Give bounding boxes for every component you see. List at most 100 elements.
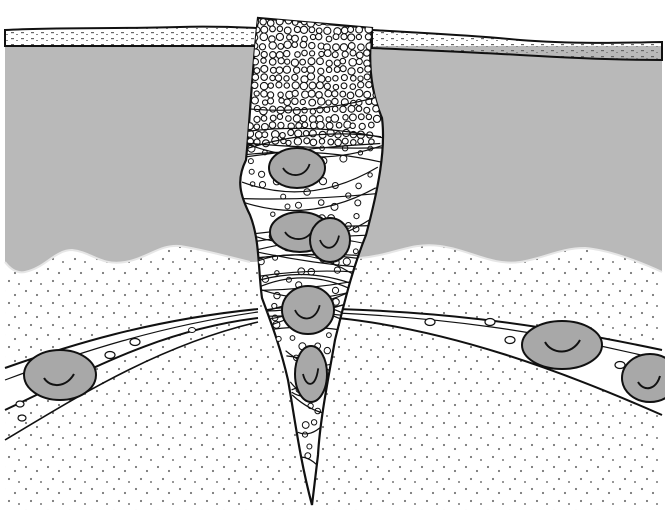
platelet-circle xyxy=(307,66,314,73)
platelet-circle xyxy=(365,34,371,40)
platelet-circle xyxy=(358,67,363,72)
platelet-circle xyxy=(261,51,267,57)
platelet-circle xyxy=(353,249,358,254)
platelet-circle xyxy=(302,50,308,56)
platelet-circle xyxy=(356,34,361,39)
platelet-circle xyxy=(348,27,354,33)
platelet-circle xyxy=(347,92,354,99)
platelet-circle xyxy=(270,115,276,121)
platelet-circle xyxy=(254,116,260,122)
platelet-circle xyxy=(351,76,357,82)
platelet-circle xyxy=(260,107,268,115)
platelet-circle xyxy=(248,159,253,164)
vessel-cell-left xyxy=(24,350,96,400)
platelet-circle xyxy=(288,130,294,136)
platelet-circle xyxy=(300,26,307,33)
platelet-circle xyxy=(324,83,330,89)
platelet-circle xyxy=(263,100,268,105)
platelet-circle xyxy=(300,99,305,104)
platelet-circle xyxy=(324,27,331,34)
platelet-circle xyxy=(292,74,298,80)
platelet-circle xyxy=(364,107,370,113)
platelet-circle xyxy=(285,59,290,64)
platelet-circle xyxy=(373,115,380,122)
platelet-circle xyxy=(296,202,302,208)
platelet-circle xyxy=(333,84,338,89)
platelet-circle xyxy=(287,35,292,40)
platelet-circle xyxy=(254,68,260,74)
platelet-circle xyxy=(318,200,324,206)
platelet-circle xyxy=(310,122,317,129)
platelet-circle xyxy=(304,138,310,144)
platelet-circle xyxy=(343,258,350,265)
platelet-circle xyxy=(311,420,316,425)
platelet-circle xyxy=(309,82,316,89)
platelet-circle xyxy=(255,132,262,139)
platelet-circle xyxy=(317,58,324,65)
platelet-circle xyxy=(268,83,273,88)
platelet-circle xyxy=(260,82,267,89)
platelet-circle xyxy=(356,106,362,112)
platelet-circle xyxy=(326,67,331,72)
platelet-circle xyxy=(343,115,348,120)
platelet-circle xyxy=(260,19,266,25)
platelet-circle xyxy=(300,41,307,48)
platelet-circle xyxy=(261,74,268,81)
platelet-circle xyxy=(358,76,363,81)
platelet-circle xyxy=(294,67,300,73)
platelet-circle xyxy=(334,267,340,273)
platelet-circle xyxy=(319,51,324,56)
plug-nucleated-cell xyxy=(295,346,327,402)
platelet-circle xyxy=(294,26,300,32)
platelet-circle xyxy=(309,27,315,33)
platelet-circle xyxy=(259,44,265,50)
platelet-circle xyxy=(318,68,324,74)
platelet-circle xyxy=(293,115,300,122)
platelet-circle xyxy=(331,115,339,123)
platelet-circle xyxy=(261,91,268,98)
platelet-circle xyxy=(354,214,359,219)
platelet-circle xyxy=(356,59,362,65)
platelet-circle xyxy=(278,92,283,97)
platelet-circle xyxy=(357,52,364,59)
platelet-circle xyxy=(291,59,298,66)
platelet-circle xyxy=(251,97,258,104)
platelet-circle xyxy=(270,52,276,58)
platelet-circle xyxy=(270,26,276,32)
platelet-circle xyxy=(277,114,282,119)
platelet-circle xyxy=(293,108,300,115)
platelet-circle xyxy=(280,133,286,139)
platelet-circle xyxy=(261,65,268,72)
platelet-circle xyxy=(307,444,312,449)
platelet-circle xyxy=(326,77,331,82)
platelet-circle xyxy=(324,50,331,57)
platelet-circle xyxy=(356,90,363,97)
platelet-circle xyxy=(369,122,375,128)
platelet-circle xyxy=(254,124,260,130)
platelet-circle xyxy=(326,36,332,42)
plug-nucleated-cell xyxy=(282,286,334,334)
platelet-circle xyxy=(318,98,325,105)
platelet-circle xyxy=(270,106,276,112)
platelet-circle xyxy=(270,67,276,73)
platelet-circle xyxy=(286,140,291,145)
platelet-circle xyxy=(310,139,317,146)
platelet-circle xyxy=(300,59,306,65)
platelet-circle xyxy=(334,67,340,73)
platelet-circle xyxy=(358,44,365,51)
platelet-circle xyxy=(350,84,356,90)
platelet-circle xyxy=(348,34,355,41)
platelet-circle xyxy=(327,333,332,338)
platelet-circle xyxy=(334,60,340,66)
platelet-circle xyxy=(278,122,284,128)
platelet-circle xyxy=(278,44,284,50)
platelet-circle xyxy=(269,122,276,129)
platelet-circle xyxy=(300,115,307,122)
platelet-circle xyxy=(252,74,258,80)
platelet-circle xyxy=(324,347,330,353)
platelet-circle xyxy=(332,98,338,104)
platelet-circle xyxy=(285,106,292,113)
platelet-circle xyxy=(292,82,299,89)
